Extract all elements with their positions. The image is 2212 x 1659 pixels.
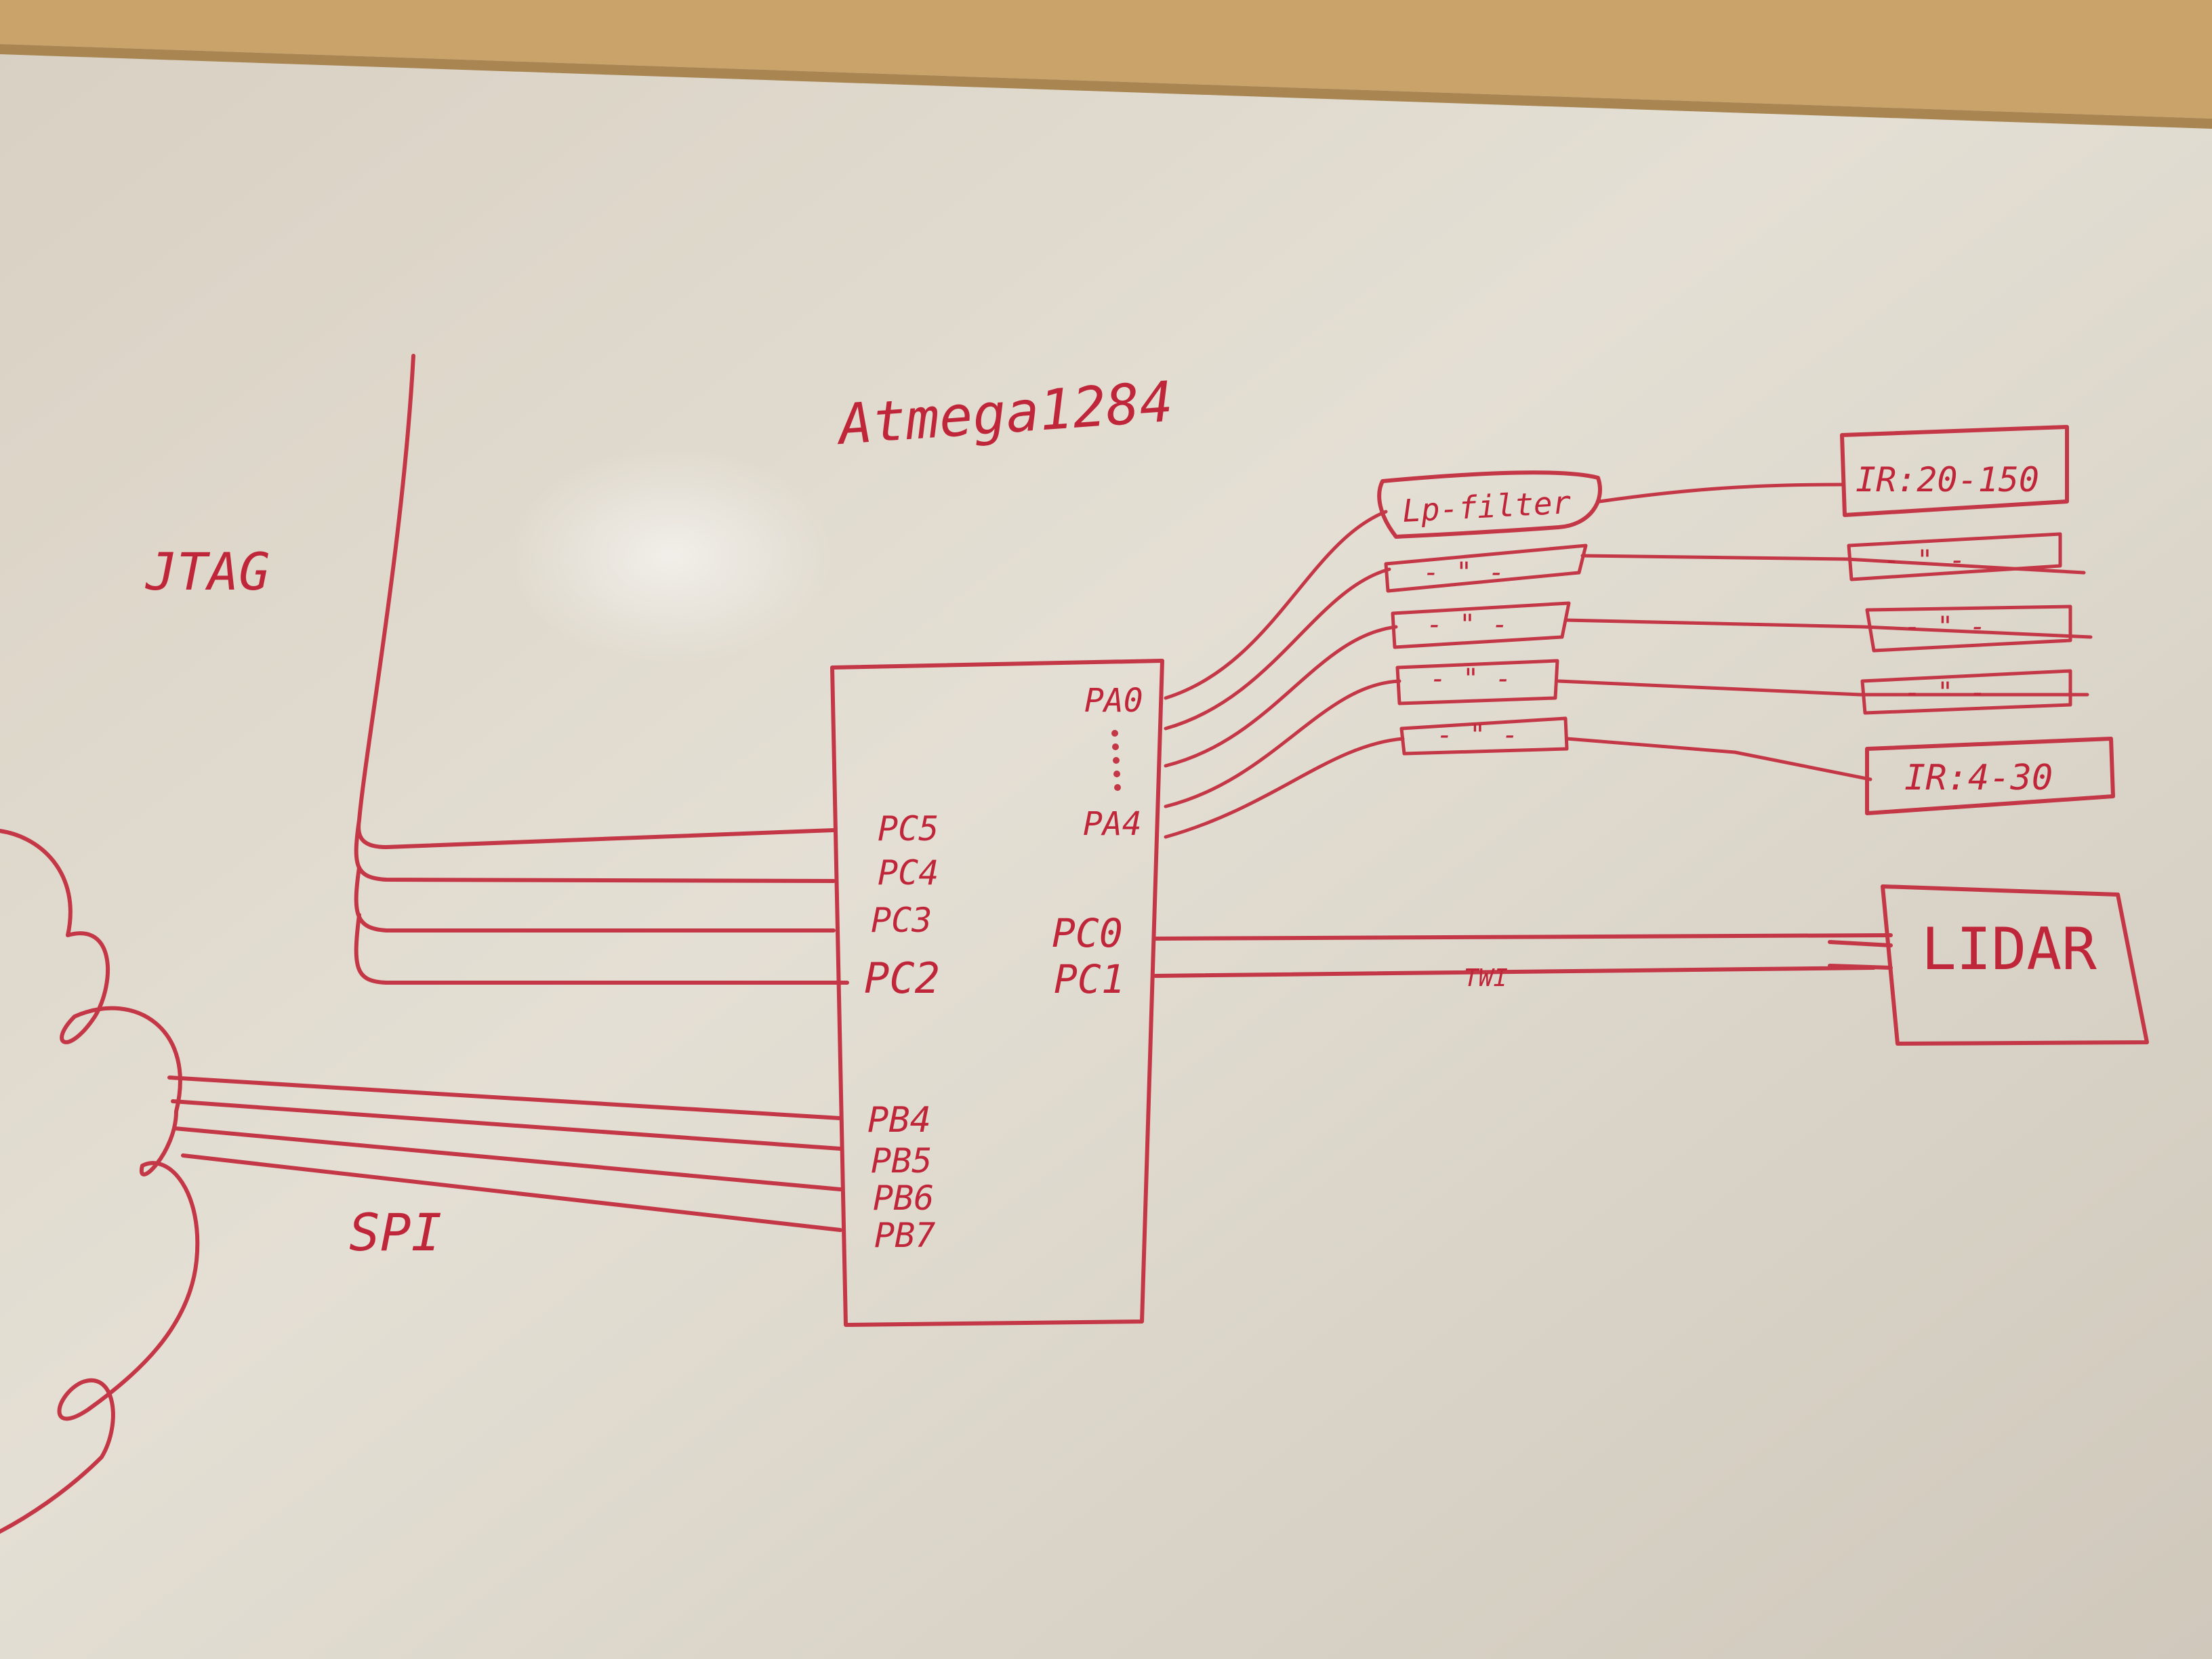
jtag-bus bbox=[354, 354, 849, 985]
board-frame-edge bbox=[0, 44, 2212, 129]
pin-pb4: PB4 bbox=[867, 1100, 931, 1141]
filter-box-4 bbox=[1395, 659, 1559, 705]
filter-box-3 bbox=[1391, 601, 1571, 649]
sensor-label-2: - " - bbox=[1884, 545, 1965, 576]
pin-pc4: PC4 bbox=[878, 853, 939, 893]
sensor-label-3: - " - bbox=[1904, 611, 1986, 642]
filter-label-2: - " - bbox=[1423, 557, 1504, 588]
lp-filter-label: Lp-filter bbox=[1401, 484, 1572, 529]
sensor-label-5: IR:4-30 bbox=[1904, 758, 2053, 798]
spi-cloud bbox=[0, 829, 200, 1534]
pa-wires bbox=[1164, 510, 1405, 839]
board-frame bbox=[0, 0, 2212, 119]
filter-label-3: - " - bbox=[1427, 609, 1508, 640]
pin-pc1: PC1 bbox=[1054, 956, 1125, 1002]
sensor-box-1 bbox=[1840, 425, 2069, 517]
sensor-label-1: IR:20-150 bbox=[1856, 460, 2039, 499]
pin-pc3: PC3 bbox=[871, 901, 932, 940]
twi-bus bbox=[1153, 933, 1893, 978]
jtag-label: JTAG bbox=[145, 541, 270, 602]
pin-pc2: PC2 bbox=[864, 954, 940, 1003]
pin-pc0: PC0 bbox=[1052, 910, 1123, 956]
sensor-box-5 bbox=[1865, 737, 2115, 815]
spi-bus bbox=[167, 1076, 842, 1232]
chip-box bbox=[830, 659, 1164, 1327]
sensor-box-3 bbox=[1865, 605, 2072, 653]
pin-pb6: PB6 bbox=[873, 1179, 934, 1218]
pin-ellipsis bbox=[1111, 730, 1121, 791]
spi-label: SPI bbox=[349, 1202, 442, 1263]
pin-pb5: PB5 bbox=[871, 1141, 932, 1181]
sensor-box-2 bbox=[1847, 532, 2062, 581]
lidar-label: LIDAR bbox=[1921, 916, 2097, 983]
sensor-label-4: - " - bbox=[1904, 677, 1986, 708]
pin-pb7: PB7 bbox=[874, 1216, 935, 1255]
lidar-box bbox=[1881, 884, 2149, 1046]
twi-label: TWI bbox=[1464, 964, 1508, 992]
pin-pa0: PA0 bbox=[1084, 682, 1143, 720]
filter-label-5: - " - bbox=[1437, 720, 1518, 751]
sensor-wires bbox=[1557, 483, 2093, 781]
pin-pa4: PA4 bbox=[1083, 805, 1142, 843]
light-glare bbox=[508, 447, 834, 664]
filter-box-2 bbox=[1384, 544, 1588, 593]
filter-box-5 bbox=[1399, 716, 1569, 756]
sensor-box-4 bbox=[1860, 669, 2072, 715]
pin-pc5: PC5 bbox=[878, 809, 939, 848]
lp-filter-box bbox=[1377, 470, 1602, 539]
filter-label-4: - " - bbox=[1430, 663, 1511, 695]
